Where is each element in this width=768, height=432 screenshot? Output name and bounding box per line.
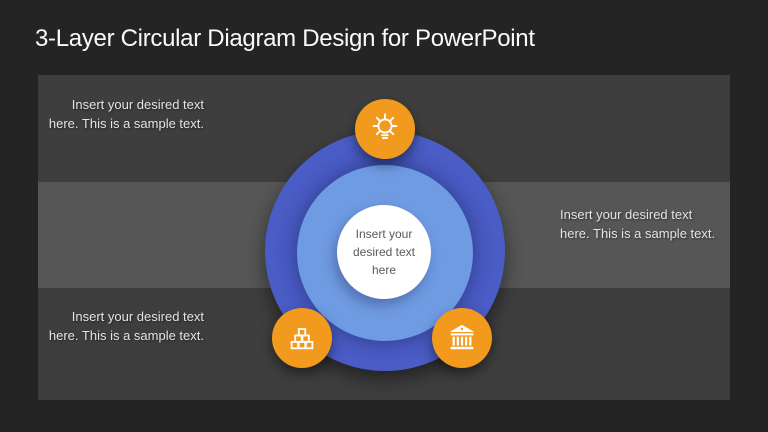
structure-icon-badge: [272, 308, 332, 368]
stacked-blocks-icon: [290, 328, 314, 350]
diagram-center-circle: Insert your desired text here: [337, 205, 431, 299]
slide-title: 3-Layer Circular Diagram Design for Powe…: [35, 25, 535, 52]
bank-building-icon: [449, 324, 475, 350]
idea-icon-badge: [355, 99, 415, 159]
text-placeholder-bottom-left: Insert your desired text here. This is a…: [48, 309, 204, 343]
institution-icon-badge: [432, 308, 492, 368]
lightbulb-icon: [372, 113, 398, 139]
text-placeholder-middle-right: Insert your desired text here. This is a…: [560, 207, 716, 241]
center-text-placeholder: Insert your desired text here: [352, 227, 416, 277]
text-placeholder-top-left: Insert your desired text here. This is a…: [48, 97, 204, 131]
